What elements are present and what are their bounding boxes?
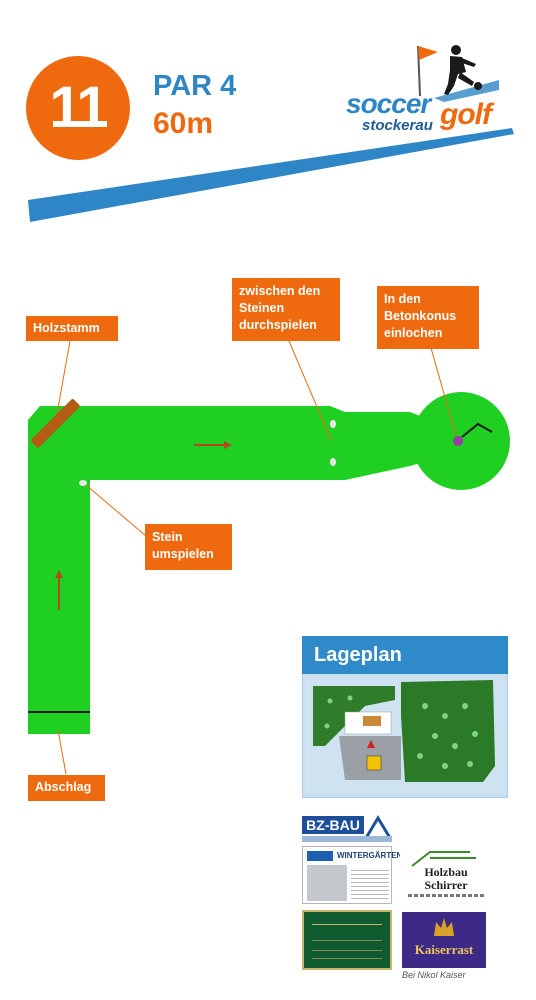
label-abschlag: Abschlag <box>28 775 105 801</box>
distance-text: 60m <box>153 107 214 140</box>
hole-number-badge: 11 <box>26 56 130 160</box>
label-steine: zwischen den Steinen durchspielen <box>232 278 340 341</box>
site-plan-title: Lageplan <box>302 636 508 674</box>
stone-obstacle <box>79 480 87 486</box>
direction-arrow-up-icon <box>55 570 63 610</box>
sponsor-holzbau: Holzbau Schirrer <box>400 846 488 904</box>
stone-obstacle <box>330 458 336 466</box>
sponsor-kaiserrast-subtitle: Bei Nikol Kaiser <box>402 970 466 980</box>
soccer-player-logo-icon <box>417 45 499 102</box>
sponsor-restaurant <box>302 910 392 970</box>
brand-golf-text: golf <box>440 98 492 131</box>
fairway <box>28 406 430 734</box>
roof-beams-icon <box>411 851 476 867</box>
cup-icon <box>453 436 463 446</box>
label-holzstamm: Holzstamm <box>26 316 118 341</box>
brand-soccer-text: soccer <box>346 88 431 119</box>
sponsor-bzbau: BZ-BAU <box>302 812 392 846</box>
log-obstacle <box>31 399 80 448</box>
sponsor-wintergarten: WINTERGÄRTEN <box>302 846 402 904</box>
label-stein-umspielen: Stein umspielen <box>145 524 232 570</box>
sponsor-kaiserrast: Kaiserrast <box>402 912 486 968</box>
site-plan-map <box>305 676 505 794</box>
brand-stockerau-text: stockerau <box>362 117 433 134</box>
par-text: PAR 4 <box>153 70 237 102</box>
crown-icon <box>434 918 454 936</box>
stone-obstacle <box>330 420 336 428</box>
blue-swoosh-stripe <box>28 128 514 222</box>
hole-flag-icon <box>461 422 493 438</box>
direction-arrow-right-icon <box>194 441 232 449</box>
label-betonkonus: In den Betonkonus einlochen <box>377 286 479 349</box>
